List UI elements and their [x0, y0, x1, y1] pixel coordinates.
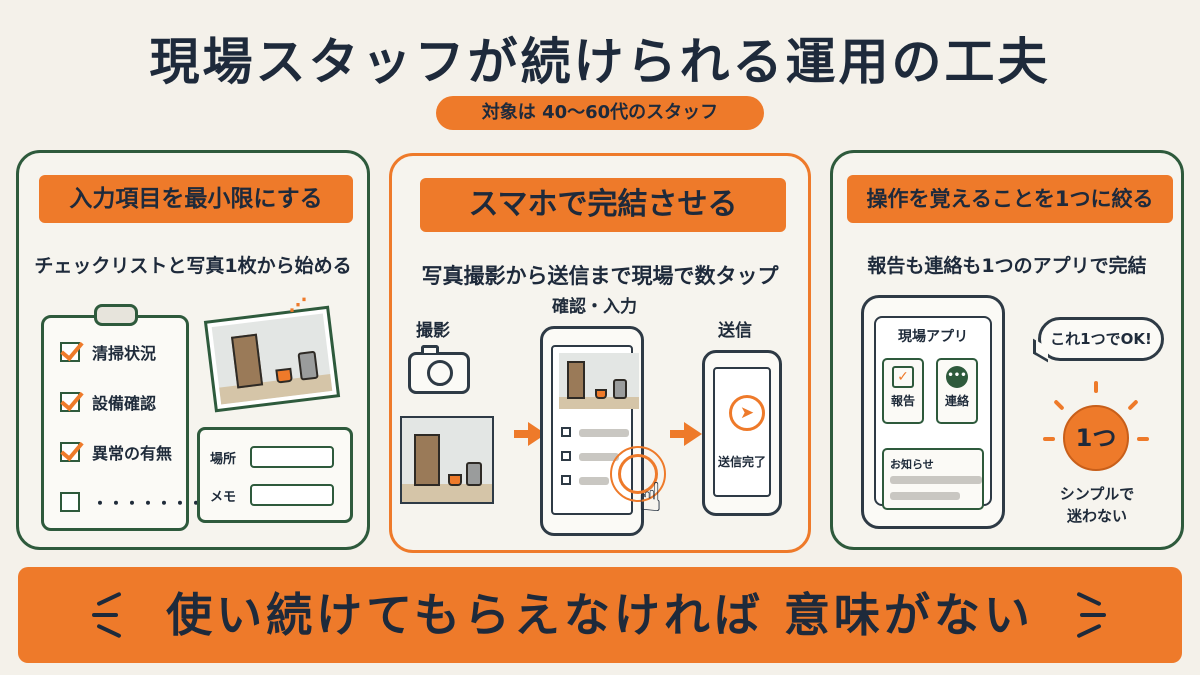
notice-card[interactable]: お知らせ: [882, 448, 984, 510]
step-label-shoot: 撮影: [416, 321, 450, 341]
memo-input[interactable]: [250, 484, 334, 506]
checkbox-checked-icon[interactable]: [60, 392, 80, 412]
emphasis-spark-icon: [1076, 591, 1102, 607]
location-input[interactable]: [250, 446, 334, 468]
footer-banner: 使い続けてもらえなければ 意味がない: [18, 567, 1182, 663]
target-badge: 対象は 40〜60代のスタッフ: [436, 96, 764, 130]
panel-title: 入力項目を最小限にする: [39, 175, 353, 223]
photo-preview: [559, 353, 639, 409]
sun-ray: [1043, 437, 1055, 441]
emphasis-spark-icon: [1080, 613, 1106, 617]
sun-ray: [1127, 399, 1139, 411]
emphasis-spark-icon: [96, 591, 122, 607]
tap-ring-icon: [610, 446, 666, 502]
sun-ray: [1053, 399, 1065, 411]
emphasis-spark-icon: [92, 613, 118, 617]
app-name: 現場アプリ: [898, 329, 968, 345]
simple-note-line: 迷わない: [1066, 507, 1127, 525]
mini-checkbox[interactable]: [561, 475, 571, 485]
sun-ray: [1094, 381, 1098, 393]
panel-description: 写真撮影から送信まで現場で数タップ: [421, 264, 779, 288]
clipboard-check-icon: ✓: [892, 366, 914, 388]
form-row: メモ: [210, 484, 334, 506]
footer-message: 使い続けてもらえなければ 意味がない: [166, 588, 1034, 642]
app-screen: 現場アプリ ✓ 報告 ••• 連絡 お知らせ: [874, 316, 992, 510]
phone-app: 現場アプリ ✓ 報告 ••• 連絡 お知らせ: [861, 295, 1005, 529]
panel-description: チェックリストと写真1枚から始める: [34, 255, 352, 277]
report-button[interactable]: ✓ 報告: [882, 358, 924, 424]
send-paper-plane-icon: ➤: [729, 395, 765, 431]
checklist-item[interactable]: 設備確認: [60, 388, 156, 416]
checkbox-checked-icon[interactable]: [60, 342, 80, 362]
checklist-label: 異常の有無: [92, 444, 173, 463]
finger-tap-icon: ☝: [638, 475, 663, 521]
field-label: メモ: [210, 489, 237, 505]
phone-screen: ➤ 送信完了: [713, 367, 771, 497]
sparkle-icon: ⋰: [289, 295, 307, 316]
checkbox-checked-icon[interactable]: [60, 442, 80, 462]
checklist-label: 清掃状況: [92, 344, 157, 363]
input-form: 場所 メモ: [197, 427, 353, 523]
panel-title: 操作を覚えることを1つに絞る: [847, 175, 1173, 223]
phone-sent: ➤ 送信完了: [702, 350, 782, 516]
site-photo: [203, 305, 341, 413]
checkbox-empty-icon[interactable]: [60, 492, 80, 512]
checklist-item[interactable]: 清掃状況: [60, 338, 156, 366]
send-status: 送信完了: [717, 455, 766, 469]
step-label-confirm: 確認・入力: [552, 297, 637, 317]
checklist-clipboard: 清掃状況 設備確認 異常の有無 ・・・・・・・: [41, 304, 204, 531]
panel-one-app: 操作を覚えることを1つに絞る 報告も連絡も1つのアプリで完結 現場アプリ ✓ 報…: [830, 150, 1184, 550]
chat-bubble-icon: •••: [946, 366, 968, 388]
cleaning-scene-image: [211, 313, 333, 405]
panel-description: 報告も連絡も1つのアプリで完結: [867, 255, 1147, 277]
phone-confirm: [540, 326, 644, 536]
mini-checkbox[interactable]: [561, 427, 571, 437]
emphasis-spark-icon: [96, 623, 122, 639]
one-badge: 1つ: [1063, 405, 1129, 471]
contact-label: 連絡: [944, 394, 969, 408]
phone-screen: [551, 345, 639, 515]
mini-checkbox[interactable]: [561, 451, 571, 461]
page-title: 現場スタッフが続けられる運用の工夫: [149, 33, 1051, 91]
camera-icon: [408, 345, 470, 394]
panel-title: スマホで完結させる: [420, 178, 786, 232]
panel-smartphone: スマホで完結させる 写真撮影から送信まで現場で数タップ 撮影 確認・入力 送信: [389, 153, 811, 553]
panel-minimal-input: 入力項目を最小限にする チェックリストと写真1枚から始める 清掃状況 設備確認 …: [16, 150, 370, 550]
sun-ray: [1137, 437, 1149, 441]
contact-button[interactable]: ••• 連絡: [936, 358, 978, 424]
form-row: 場所: [210, 446, 334, 468]
checklist-item[interactable]: 異常の有無: [60, 438, 172, 466]
emphasis-spark-icon: [1076, 623, 1102, 639]
simple-note: シンプルで 迷わない: [1041, 483, 1153, 527]
captured-photo: [400, 416, 494, 504]
checklist-label: ・・・・・・・: [92, 494, 205, 513]
arrow-right-icon: [670, 422, 702, 446]
report-label: 報告: [890, 394, 915, 408]
checklist-item[interactable]: ・・・・・・・: [60, 488, 204, 516]
speech-bubble: これ1つでOK!: [1038, 317, 1164, 361]
notice-label: お知らせ: [890, 458, 934, 471]
step-label-send: 送信: [718, 321, 752, 341]
field-label: 場所: [210, 451, 237, 467]
checklist-label: 設備確認: [92, 394, 157, 413]
simple-note-line: シンプルで: [1059, 485, 1135, 503]
clipboard-clip-icon: [94, 304, 138, 326]
